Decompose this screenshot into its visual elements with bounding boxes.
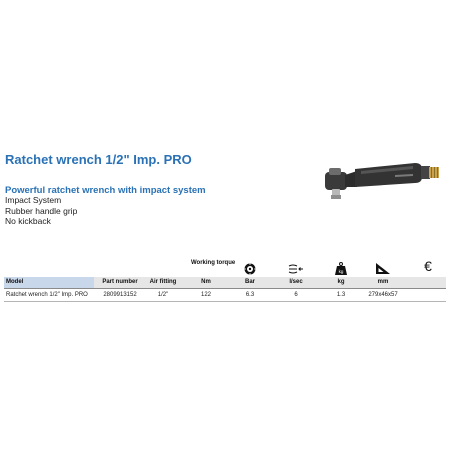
product-title: Ratchet wrench 1/2" Imp. PRO [5,152,192,167]
product-subtitle: Powerful ratchet wrench with impact syst… [5,185,206,196]
header-lsec: l/sec [289,279,303,285]
ratchet-head [325,168,347,199]
rubber-handle-grip [355,163,422,187]
weight-icon: kg [333,257,349,275]
dimensions-ruler-icon [374,257,392,275]
cell-nm: 122 [200,292,212,298]
cell-mm: 279x46x57 [368,292,398,298]
header-air-fitting: Air fitting [149,279,177,285]
weight-icon-label: kg [339,269,344,274]
header-divider [4,288,446,289]
air-consumption-icon [287,257,305,275]
ratchet-neck [345,171,357,187]
header-nm: Nm [201,279,211,285]
feature-list: Impact System Rubber handle grip No kick… [5,195,77,227]
table-header-band [4,277,446,288]
header-model: Model [6,279,24,285]
model-header-band [4,277,94,288]
euro-icon: € [424,258,432,274]
header-bar: Bar [244,279,256,285]
product-image [325,163,439,199]
cell-part-number: 2809913152 [103,292,137,298]
header-part-number: Part number [102,279,138,285]
header-kg: kg [337,279,345,285]
columns-header-band [94,277,446,288]
cell-air-fitting: 1/2" [157,292,169,298]
cell-kg: 1.3 [336,292,346,298]
air-fitting [421,166,439,179]
working-torque-header: Working torque [191,260,236,266]
cell-lsec: 6 [294,292,298,298]
cell-model: Ratchet wrench 1/2" Imp. PRO [6,292,88,298]
feature-item: Impact System [5,195,62,205]
feature-item: Rubber handle grip [5,205,78,216]
rpm-gauge-icon [242,257,258,275]
header-mm: mm [377,279,389,285]
cell-bar: 6.3 [245,292,255,298]
feature-item: No kickback [5,216,51,226]
row-divider [4,301,446,302]
